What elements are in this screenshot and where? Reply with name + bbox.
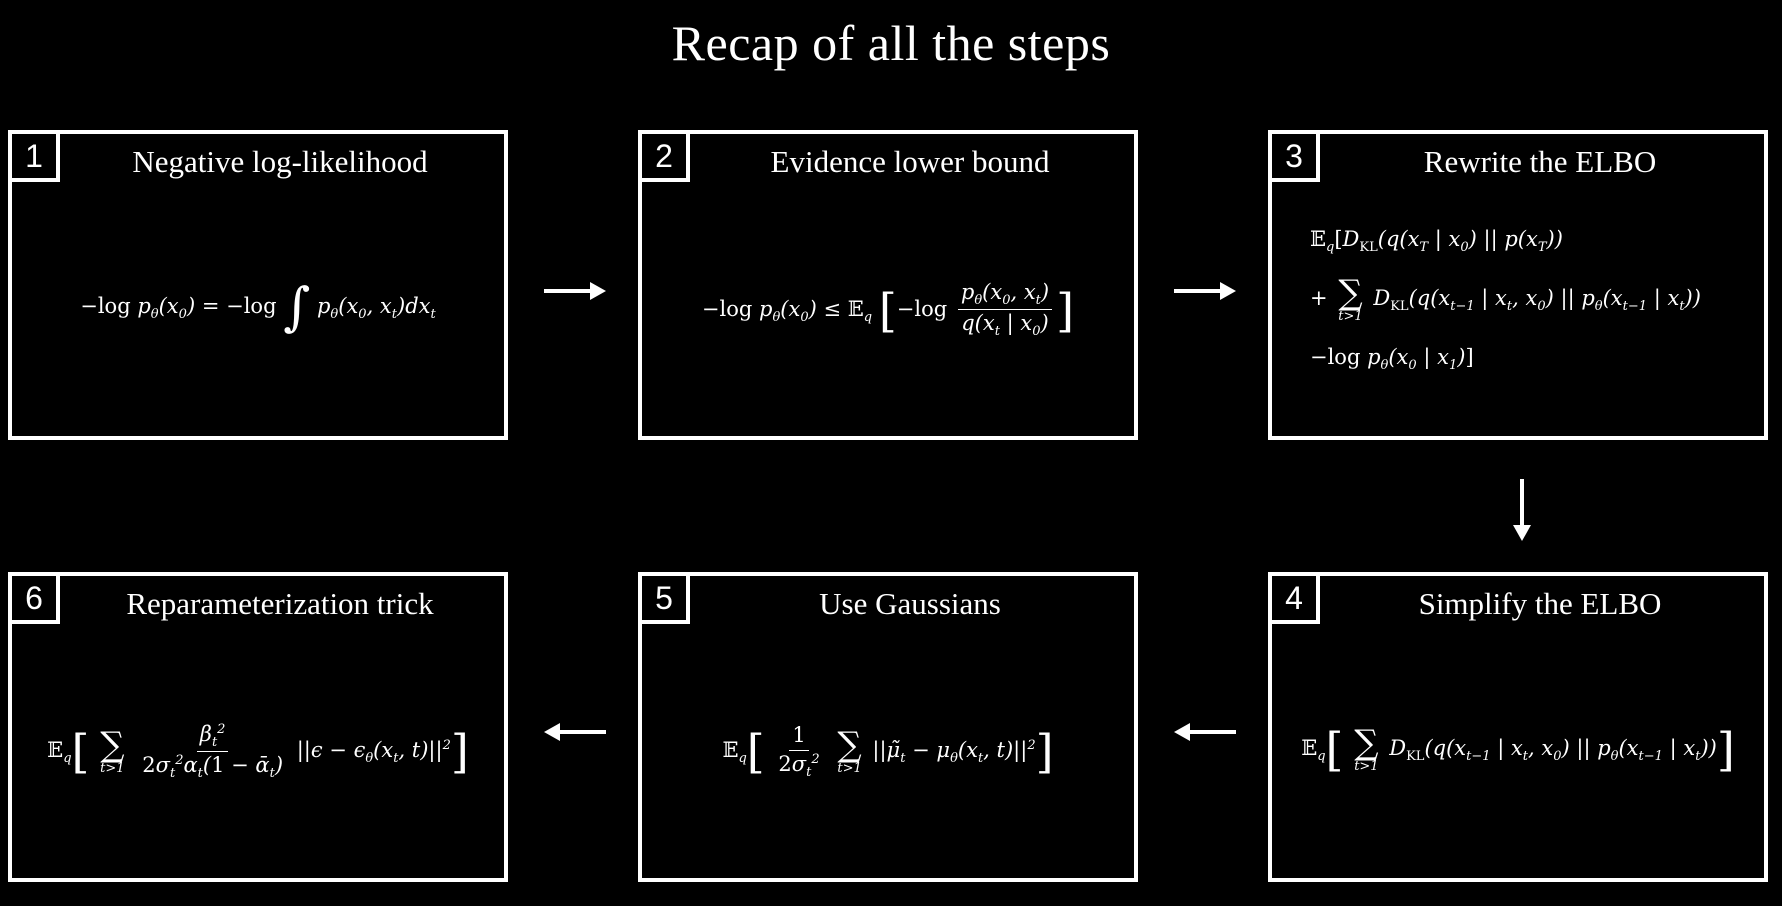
step-3-box: 3 Rewrite the ELBO 𝔼q[DKL(q(xT | x0) || … (1268, 130, 1768, 440)
step-2-box: 2 Evidence lower bound −log pθ(x0) ≤ 𝔼q … (638, 130, 1138, 440)
step-2-formula: −log pθ(x0) ≤ 𝔼q [−log pθ(x0, xt)q(xt | … (701, 279, 1075, 340)
step-4-box: 4 Simplify the ELBO 𝔼q[ ∑t>1 DKL(q(xt−1 … (1268, 572, 1768, 882)
step-1-formula: −log pθ(x0) = −log ∫ pθ(x0, xt)dxt (80, 277, 436, 338)
step-2-number: 2 (638, 130, 690, 182)
step-4-formula: 𝔼q[ ∑t>1 DKL(q(xt−1 | xt, x0) || pθ(xt−1… (1301, 722, 1735, 777)
step-5-title: Use Gaussians (819, 586, 1001, 621)
step-3-number: 3 (1268, 130, 1320, 182)
step-5-number: 5 (638, 572, 690, 624)
step-3-formula: 𝔼q[DKL(q(xT | x0) || p(xT)) + ∑t>1 DKL(q… (1310, 227, 1701, 374)
step-1-title: Negative log-likelihood (132, 144, 428, 179)
step-4-title: Simplify the ELBO (1418, 586, 1662, 621)
arrow-left-4-to-5-icon (1174, 723, 1236, 741)
arrow-right-2-to-3-icon (1174, 282, 1236, 300)
arrow-right-1-to-2-icon (544, 282, 606, 300)
step-2-title: Evidence lower bound (770, 144, 1050, 179)
arrow-down-3-to-4-icon (1513, 479, 1531, 541)
step-4-number: 4 (1268, 572, 1320, 624)
page-title: Recap of all the steps (671, 15, 1111, 71)
step-6-title: Reparameterization trick (126, 586, 434, 621)
step-1-number: 1 (8, 130, 60, 182)
step-1-box: 1 Negative log-likelihood −log pθ(x0) = … (8, 130, 508, 440)
arrow-left-5-to-6-icon (544, 723, 606, 741)
step-6-number: 6 (8, 572, 60, 624)
step-3-title: Rewrite the ELBO (1423, 144, 1657, 179)
